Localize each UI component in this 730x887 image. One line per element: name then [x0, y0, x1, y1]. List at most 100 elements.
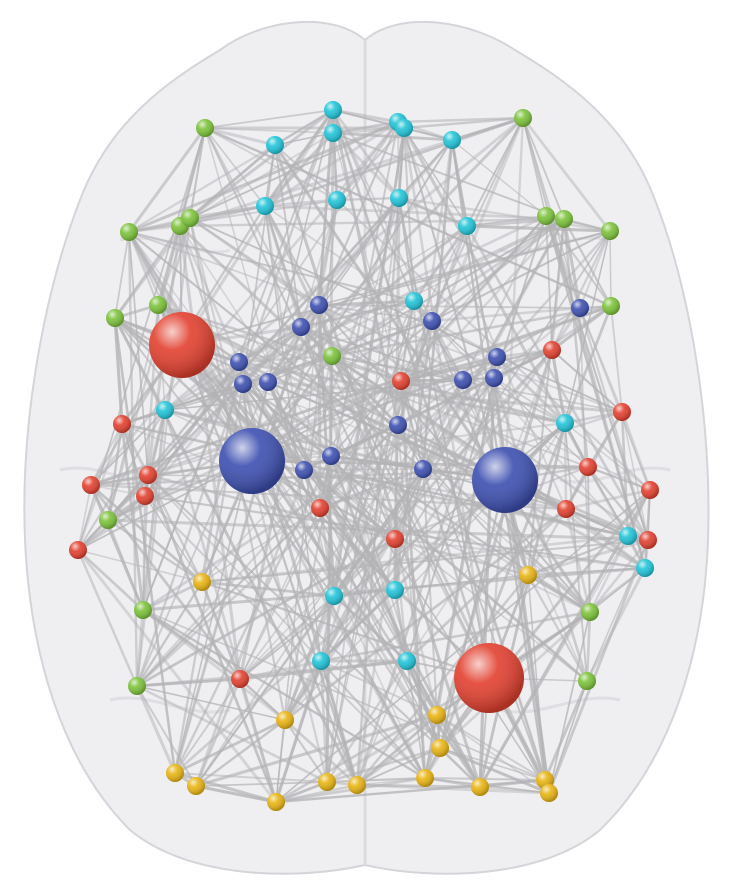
node-shading	[636, 559, 654, 577]
network-edge	[188, 216, 329, 784]
node-shading	[256, 197, 274, 215]
node-blue	[230, 353, 248, 371]
network-edge	[143, 360, 241, 498]
network-edge	[135, 355, 499, 688]
node-shading	[219, 428, 285, 494]
node-cyan	[443, 131, 461, 149]
network-edge	[173, 478, 507, 775]
network-edge	[550, 229, 612, 352]
node-yellow	[348, 776, 366, 794]
network-edge	[203, 126, 613, 308]
node-shading	[423, 312, 441, 330]
network-edge	[173, 718, 287, 775]
node-cyan	[266, 136, 284, 154]
node-green	[196, 119, 214, 137]
network-edge	[201, 507, 321, 583]
network-edge	[431, 320, 629, 537]
node-shading	[641, 481, 659, 499]
network-edge	[356, 660, 408, 786]
network-edge	[76, 422, 124, 552]
network-edge	[586, 465, 650, 542]
network-edge	[579, 307, 651, 491]
node-shading	[454, 643, 524, 713]
node-shading	[601, 222, 619, 240]
node-shading	[471, 778, 489, 796]
node-shading	[557, 500, 575, 518]
network-edge	[106, 422, 124, 522]
node-shading	[136, 487, 154, 505]
node-cyan	[386, 581, 404, 599]
node-shading	[348, 776, 366, 794]
network-edge	[438, 478, 507, 750]
node-red	[82, 476, 100, 494]
network-edge	[283, 319, 434, 722]
node-blue	[234, 375, 252, 393]
network-edge	[263, 204, 306, 472]
network-edge	[135, 684, 177, 775]
node-blue	[571, 299, 589, 317]
network-edge	[136, 685, 197, 787]
node-shading	[99, 511, 117, 529]
node-cyan	[325, 587, 343, 605]
node-shading	[519, 566, 537, 584]
node-shading	[537, 207, 555, 225]
node-red	[543, 341, 561, 359]
network-edge	[331, 120, 400, 135]
network-edge	[128, 199, 338, 233]
node-shading	[295, 461, 313, 479]
node-shading	[405, 292, 423, 310]
node-green	[149, 296, 167, 314]
node-shading	[166, 764, 184, 782]
network-edge	[610, 305, 623, 413]
network-nodes	[69, 101, 659, 811]
network-edge	[355, 355, 499, 787]
network-edge	[643, 488, 652, 570]
node-shading	[386, 581, 404, 599]
network-edge	[76, 548, 278, 804]
network-edge	[438, 746, 551, 795]
node-green	[134, 601, 152, 619]
node-red	[639, 531, 657, 549]
network-edge	[329, 454, 442, 750]
node-red	[454, 643, 524, 713]
network-edge	[465, 224, 612, 233]
node-shading	[187, 777, 205, 795]
node-shading	[149, 296, 167, 314]
network-edge	[127, 126, 207, 234]
network-edge	[562, 217, 613, 308]
node-shading	[328, 191, 346, 209]
network-edge	[250, 217, 566, 463]
network-edge	[355, 783, 482, 789]
network-edge	[283, 718, 359, 787]
node-cyan	[312, 652, 330, 670]
network-edge	[135, 684, 329, 784]
node-shading	[540, 784, 558, 802]
network-edge	[550, 348, 624, 414]
network-edge	[263, 204, 566, 221]
node-cyan	[324, 124, 342, 142]
network-edge	[397, 121, 567, 510]
network-edge	[399, 348, 554, 383]
node-green	[514, 109, 532, 127]
node-shading	[113, 415, 131, 433]
network-edge	[90, 484, 146, 497]
network-edge	[179, 132, 334, 227]
node-shading	[234, 375, 252, 393]
network-edge	[563, 410, 624, 425]
network-edge	[274, 780, 329, 804]
network-edge	[435, 376, 496, 717]
node-cyan	[156, 401, 174, 419]
network-edge	[76, 548, 139, 688]
network-edge	[478, 421, 567, 789]
node-shading	[428, 706, 446, 724]
node-yellow	[428, 706, 446, 724]
network-edge	[194, 196, 401, 788]
network-edge	[430, 229, 612, 323]
network-edge	[588, 538, 650, 614]
network-edge	[263, 108, 335, 208]
node-shading	[181, 209, 199, 227]
network-edge	[107, 519, 144, 611]
network-edge	[189, 121, 399, 219]
